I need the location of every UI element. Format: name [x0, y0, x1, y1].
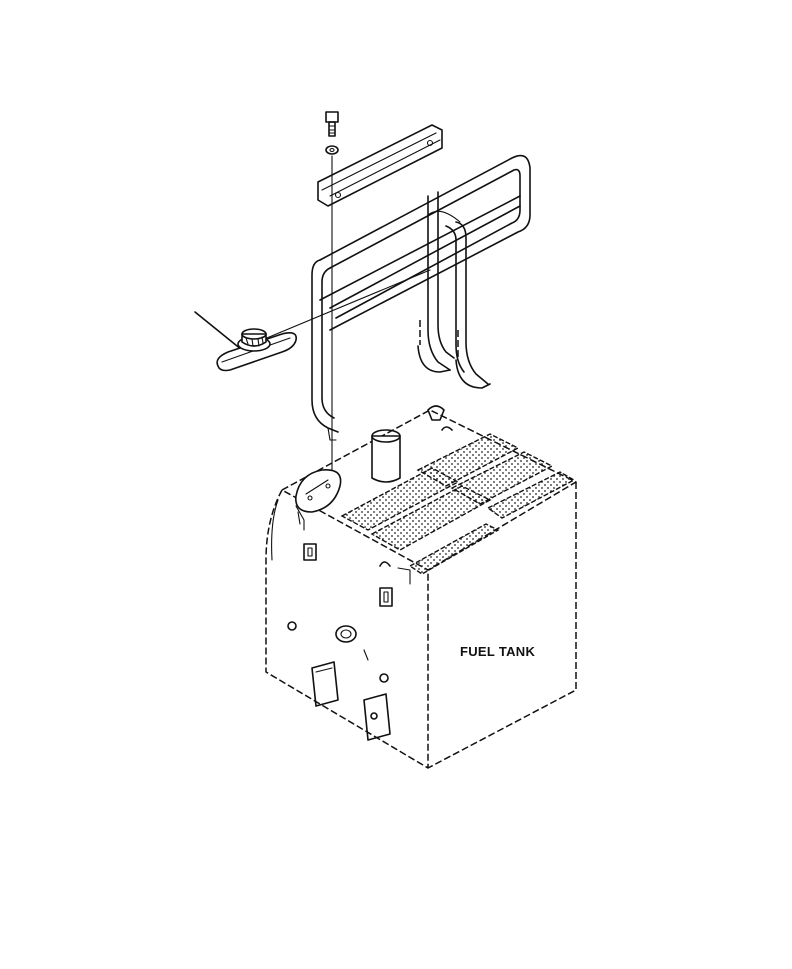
bolt-and-washer	[326, 112, 338, 470]
handrail-assembly	[312, 125, 530, 440]
fuel-tank-label: FUEL TANK	[460, 644, 536, 659]
fuel-cap-part	[195, 270, 430, 371]
fuel-tank-body	[266, 406, 576, 768]
